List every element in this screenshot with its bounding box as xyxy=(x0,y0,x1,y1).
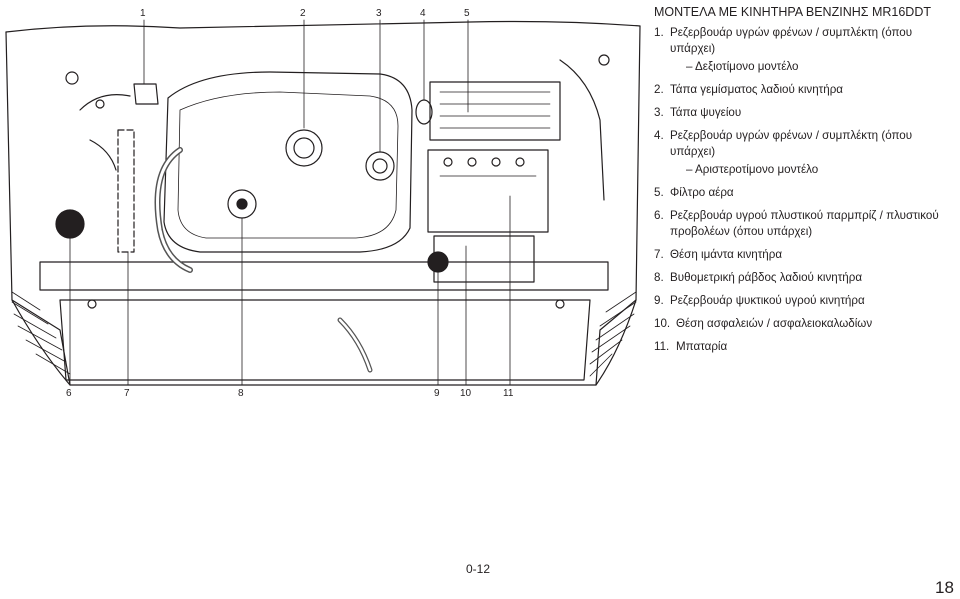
callout-4: 4 xyxy=(420,8,426,19)
item-text: Θέση ιμάντα κινητήρα xyxy=(670,248,783,261)
legend-item: 10. Θέση ασφαλειών / ασφαλειοκαλωδίων xyxy=(654,316,954,332)
legend-title: ΜΟΝΤΕΛΑ ΜΕ ΚΙΝΗΤΗΡΑ ΒΕΝΖΙΝΗΣ MR16DDT xyxy=(654,5,931,19)
page-number: 18 xyxy=(935,578,954,597)
legend-item: 6. Ρεζερβουάρ υγρού πλυστικού παρμπρίζ / … xyxy=(654,208,954,240)
legend-item: 4. Ρεζερβουάρ υγρών φρένων / συμπλέκτη (ό… xyxy=(654,128,954,178)
item-note: – Αριστεροτίμονο μοντέλο xyxy=(686,163,819,176)
component-legend: ΜΟΝΤΕΛΑ ΜΕ ΚΙΝΗΤΗΡΑ ΒΕΝΖΙΝΗΣ MR16DDT 1. Ρ… xyxy=(654,4,954,362)
item-number: 5. xyxy=(654,186,664,199)
item-text: Ρεζερβουάρ υγρών φρένων / συμπλέκτη (όπο… xyxy=(670,129,913,158)
item-text: Τάπα γεμίσματος λαδιού κινητήρα xyxy=(670,83,844,96)
callout-11: 11 xyxy=(503,388,514,399)
item-number: 8. xyxy=(654,271,664,284)
callout-9: 9 xyxy=(434,388,440,399)
legend-item: 2. Τάπα γεμίσματος λαδιού κινητήρα xyxy=(654,82,954,98)
item-number: 4. xyxy=(654,129,664,142)
legend-item: 11. Μπαταρία xyxy=(654,339,954,355)
item-text: Βυθομετρική ράβδος λαδιού κινητήρα xyxy=(670,271,863,284)
legend-item: 3. Τάπα ψυγείου xyxy=(654,105,954,121)
item-number: 1. xyxy=(654,26,664,39)
item-text: Ρεζερβουάρ υγρού πλυστικού παρμπρίζ / πλ… xyxy=(670,209,939,238)
section-page-code: 0-12 xyxy=(466,562,491,576)
legend-item: 8. Βυθομετρική ράβδος λαδιού κινητήρα xyxy=(654,270,954,286)
callout-8: 8 xyxy=(238,388,244,399)
item-text: Ρεζερβουάρ ψυκτικού υγρού κινητήρα xyxy=(670,294,865,307)
item-number: 6. xyxy=(654,209,664,222)
item-note: – Δεξιοτίμονο μοντέλο xyxy=(686,60,799,73)
callout-10: 10 xyxy=(460,388,472,399)
item-number: 9. xyxy=(654,294,664,307)
item-number: 2. xyxy=(654,83,664,96)
callout-5: 5 xyxy=(464,8,470,19)
item-text: Ρεζερβουάρ υγρών φρένων / συμπλέκτη (όπο… xyxy=(670,26,913,55)
item-text: Μπαταρία xyxy=(676,340,728,353)
callout-2: 2 xyxy=(300,8,306,19)
item-number: 3. xyxy=(654,106,664,119)
callout-7: 7 xyxy=(124,388,130,399)
legend-item: 9. Ρεζερβουάρ ψυκτικού υγρού κινητήρα xyxy=(654,293,954,309)
callout-6: 6 xyxy=(66,388,72,399)
item-text: Τάπα ψυγείου xyxy=(670,106,742,119)
item-number: 7. xyxy=(654,248,664,261)
callout-3: 3 xyxy=(376,8,382,19)
legend-item: 7. Θέση ιμάντα κινητήρα xyxy=(654,247,954,263)
legend-item: 5. Φίλτρο αέρα xyxy=(654,185,954,201)
callout-1: 1 xyxy=(140,8,146,19)
legend-list: 1. Ρεζερβουάρ υγρών φρένων / συμπλέκτη (ό… xyxy=(654,25,954,355)
item-text: Φίλτρο αέρα xyxy=(670,186,734,199)
engine-bay-drawing xyxy=(5,19,641,386)
item-text: Θέση ασφαλειών / ασφαλειοκαλωδίων xyxy=(676,317,873,330)
legend-item: 1. Ρεζερβουάρ υγρών φρένων / συμπλέκτη (ό… xyxy=(654,25,954,75)
item-number: 10. xyxy=(654,317,671,330)
item-number: 11. xyxy=(654,340,670,353)
engine-compartment-illustration: 1 2 3 4 5 6 7 8 9 10 11 xyxy=(0,0,648,410)
